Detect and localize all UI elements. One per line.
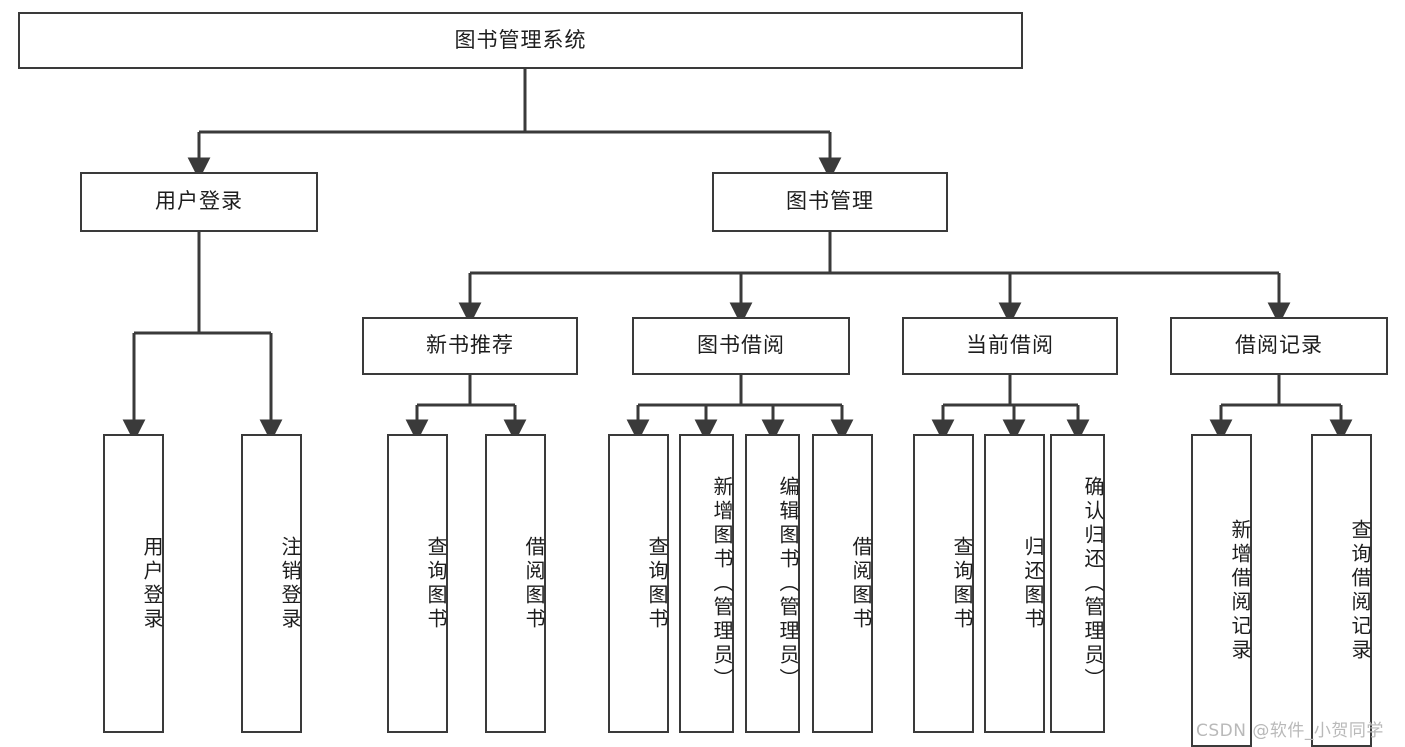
node-current-borrow-label: 当前借阅 xyxy=(966,333,1054,358)
node-book-management-label: 图书管理 xyxy=(786,189,874,214)
node-leaf-add-borrow-record[interactable]: 新增借阅记录 xyxy=(1191,434,1252,747)
node-leaf-confirm-return-admin[interactable]: 确认归还（管理员） xyxy=(1050,434,1105,733)
node-leaf-query-book-borrow-label: 查询图书 xyxy=(645,535,669,632)
node-book-management[interactable]: 图书管理 xyxy=(712,172,948,232)
node-leaf-borrow-book-recommend[interactable]: 借阅图书 xyxy=(485,434,546,733)
node-leaf-logout-login[interactable]: 注销登录 xyxy=(241,434,302,733)
node-leaf-borrow-book-recommend-label: 借阅图书 xyxy=(522,535,546,632)
node-leaf-logout-login-label: 注销登录 xyxy=(278,535,302,632)
node-leaf-edit-book-admin[interactable]: 编辑图书（管理员） xyxy=(745,434,800,733)
node-leaf-query-borrow-record-label: 查询借阅记录 xyxy=(1348,518,1372,663)
node-leaf-query-borrow-record[interactable]: 查询借阅记录 xyxy=(1311,434,1372,747)
node-leaf-query-book-recommend[interactable]: 查询图书 xyxy=(387,434,448,733)
node-current-borrow[interactable]: 当前借阅 xyxy=(902,317,1118,375)
node-book-borrow[interactable]: 图书借阅 xyxy=(632,317,850,375)
node-leaf-query-book-recommend-label: 查询图书 xyxy=(424,535,448,632)
csdn-watermark: CSDN @软件_小贺同学 xyxy=(1196,721,1384,741)
node-leaf-add-borrow-record-label: 新增借阅记录 xyxy=(1228,518,1252,663)
node-user-login[interactable]: 用户登录 xyxy=(80,172,318,232)
node-leaf-query-book-borrow[interactable]: 查询图书 xyxy=(608,434,669,733)
node-leaf-add-book-admin[interactable]: 新增图书（管理员） xyxy=(679,434,734,733)
node-borrow-record-label: 借阅记录 xyxy=(1235,333,1323,358)
node-leaf-return-book-label: 归还图书 xyxy=(1021,535,1045,632)
node-user-login-label: 用户登录 xyxy=(155,189,243,214)
node-leaf-add-book-admin-label: 新增图书（管理员） xyxy=(710,475,734,692)
node-root-label: 图书管理系统 xyxy=(454,27,587,52)
node-leaf-query-book-current-label: 查询图书 xyxy=(950,535,974,632)
node-leaf-borrow-book-label: 借阅图书 xyxy=(849,535,873,632)
node-leaf-edit-book-admin-label: 编辑图书（管理员） xyxy=(776,475,800,692)
node-new-book-recommend-label: 新书推荐 xyxy=(426,333,514,358)
node-leaf-return-book[interactable]: 归还图书 xyxy=(984,434,1045,733)
node-new-book-recommend[interactable]: 新书推荐 xyxy=(362,317,578,375)
node-leaf-query-book-current[interactable]: 查询图书 xyxy=(913,434,974,733)
node-borrow-record[interactable]: 借阅记录 xyxy=(1170,317,1388,375)
node-leaf-user-login-label: 用户登录 xyxy=(140,535,164,632)
node-book-borrow-label: 图书借阅 xyxy=(697,333,785,358)
node-leaf-user-login[interactable]: 用户登录 xyxy=(103,434,164,733)
node-root[interactable]: 图书管理系统 xyxy=(18,12,1023,69)
node-leaf-borrow-book[interactable]: 借阅图书 xyxy=(812,434,873,733)
node-leaf-confirm-return-admin-label: 确认归还（管理员） xyxy=(1081,475,1105,692)
